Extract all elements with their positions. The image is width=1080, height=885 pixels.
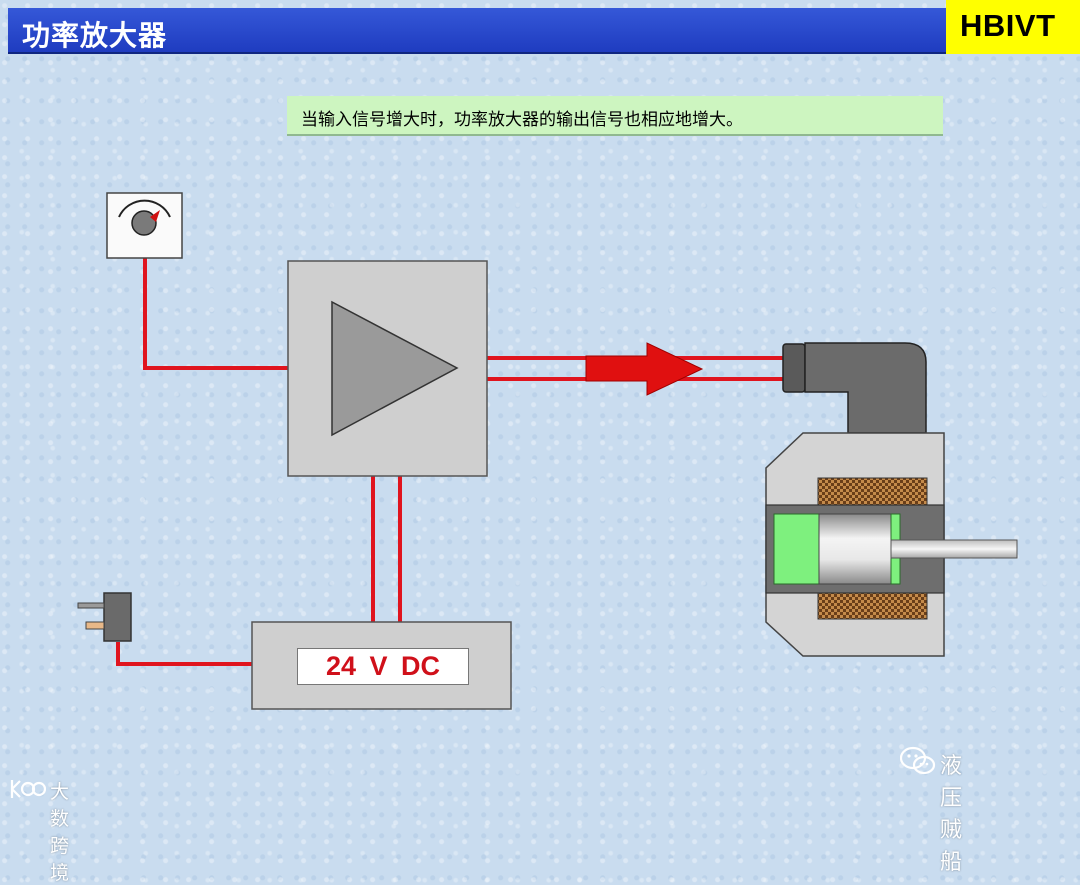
caption-box: 当输入信号增大时，功率放大器的输出信号也相应地增大。 xyxy=(287,96,943,136)
triangle-amplifier-icon xyxy=(331,300,459,437)
brand-logo: HBIVT xyxy=(946,0,1080,54)
solenoid-icon xyxy=(765,432,1018,657)
brand-logo-text: HBIVT xyxy=(960,8,1056,43)
amplifier-diagram xyxy=(77,192,1018,710)
voltage-label: 24 V DC xyxy=(325,651,441,681)
input-wire xyxy=(143,258,288,370)
amplifier-block xyxy=(287,260,488,477)
brand-mark-icon xyxy=(10,780,46,798)
page-title: 功率放大器 xyxy=(22,19,168,52)
plug-wire xyxy=(116,642,252,666)
voltage-display: 24 V DC xyxy=(297,648,469,685)
watermark-left-text: 大数跨境 xyxy=(50,781,70,884)
power-plug-icon xyxy=(77,592,132,642)
wechat-icon xyxy=(900,746,936,775)
caption-text: 当输入信号增大时，功率放大器的输出信号也相应地增大。 xyxy=(301,110,743,130)
dial-knob-icon[interactable] xyxy=(106,192,183,259)
solenoid-connector xyxy=(782,342,927,434)
title-bar: 功率放大器 xyxy=(8,8,946,54)
signal-arrow xyxy=(585,342,704,396)
watermark-right-text: 液压贼船 xyxy=(940,754,963,875)
